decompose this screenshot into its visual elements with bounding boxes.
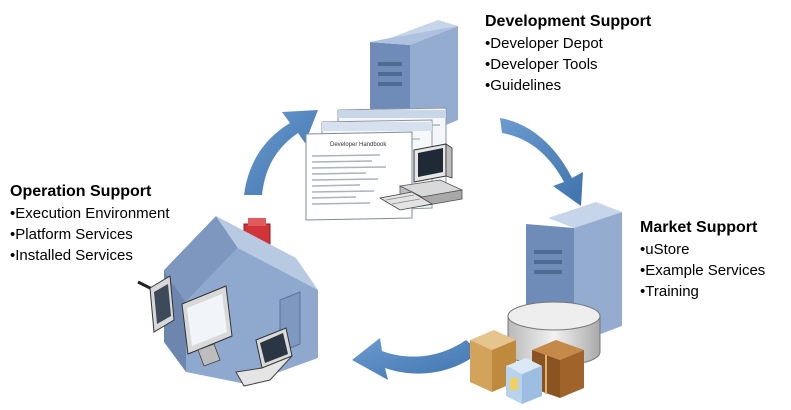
operation-support-label: Operation Support Execution Environment … bbox=[10, 182, 170, 266]
development-support-list: Developer Depot Developer Tools Guidelin… bbox=[485, 33, 651, 96]
market-support-list: uStore Example Services Training bbox=[640, 239, 765, 302]
list-item: Developer Tools bbox=[485, 54, 651, 75]
development-support-title: Development Support bbox=[485, 13, 652, 30]
list-item: Installed Services bbox=[10, 245, 170, 266]
operation-support-title: Operation Support bbox=[10, 183, 152, 200]
list-item: uStore bbox=[640, 239, 765, 260]
list-item: Developer Depot bbox=[485, 33, 651, 54]
screen-title: Developer Handbook bbox=[330, 142, 387, 148]
desktop-computer-icon bbox=[378, 143, 464, 211]
cycle-arrow-icon bbox=[244, 110, 318, 195]
cycle-arrow-icon bbox=[500, 118, 583, 206]
market-support-label: Market Support uStore Example Services T… bbox=[640, 218, 765, 302]
cycle-arrow-icon bbox=[352, 338, 480, 380]
development-support-label: Development Support Developer Depot Deve… bbox=[485, 12, 651, 96]
list-item: Training bbox=[640, 281, 765, 302]
house-icon bbox=[164, 216, 318, 384]
package-icon bbox=[506, 358, 542, 404]
list-item: Execution Environment bbox=[10, 203, 169, 224]
monitor-icon bbox=[181, 285, 233, 367]
list-item: Platform Services bbox=[10, 224, 170, 245]
market-support-title: Market Support bbox=[640, 219, 758, 236]
tablet-icon bbox=[137, 275, 175, 333]
list-item: Example Services bbox=[640, 260, 765, 281]
laptop-icon bbox=[235, 327, 293, 387]
operation-support-list: Execution Environment Platform Services … bbox=[10, 203, 170, 266]
list-item: Guidelines bbox=[485, 75, 651, 96]
